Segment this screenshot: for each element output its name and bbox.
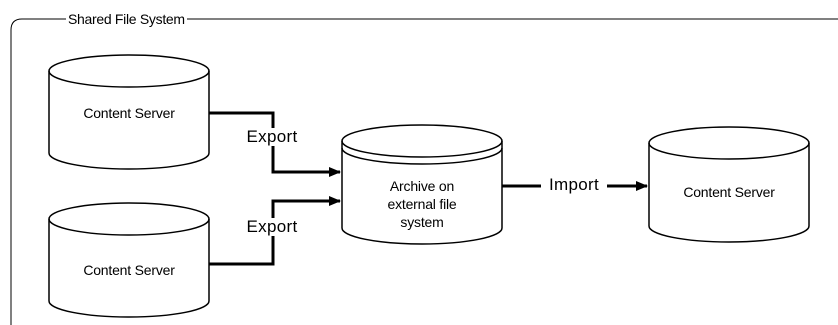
content-server-bottom-cylinder <box>48 202 210 318</box>
shared-file-system-title: Shared File System <box>66 11 187 27</box>
content-server-right-cylinder <box>648 126 810 243</box>
archive-cylinder <box>341 124 503 245</box>
content-server-top-label: Content Server <box>83 105 175 121</box>
import-label: Import <box>541 176 607 194</box>
archive-label: Archive on external file system <box>387 178 457 230</box>
export-top-label: Export <box>239 128 305 146</box>
content-server-bottom-label: Content Server <box>83 262 175 278</box>
content-server-top-cylinder <box>48 54 210 170</box>
shared-file-system-frame <box>10 18 838 325</box>
content-server-right-label: Content Server <box>683 184 775 200</box>
export-bottom-label: Export <box>239 218 305 236</box>
